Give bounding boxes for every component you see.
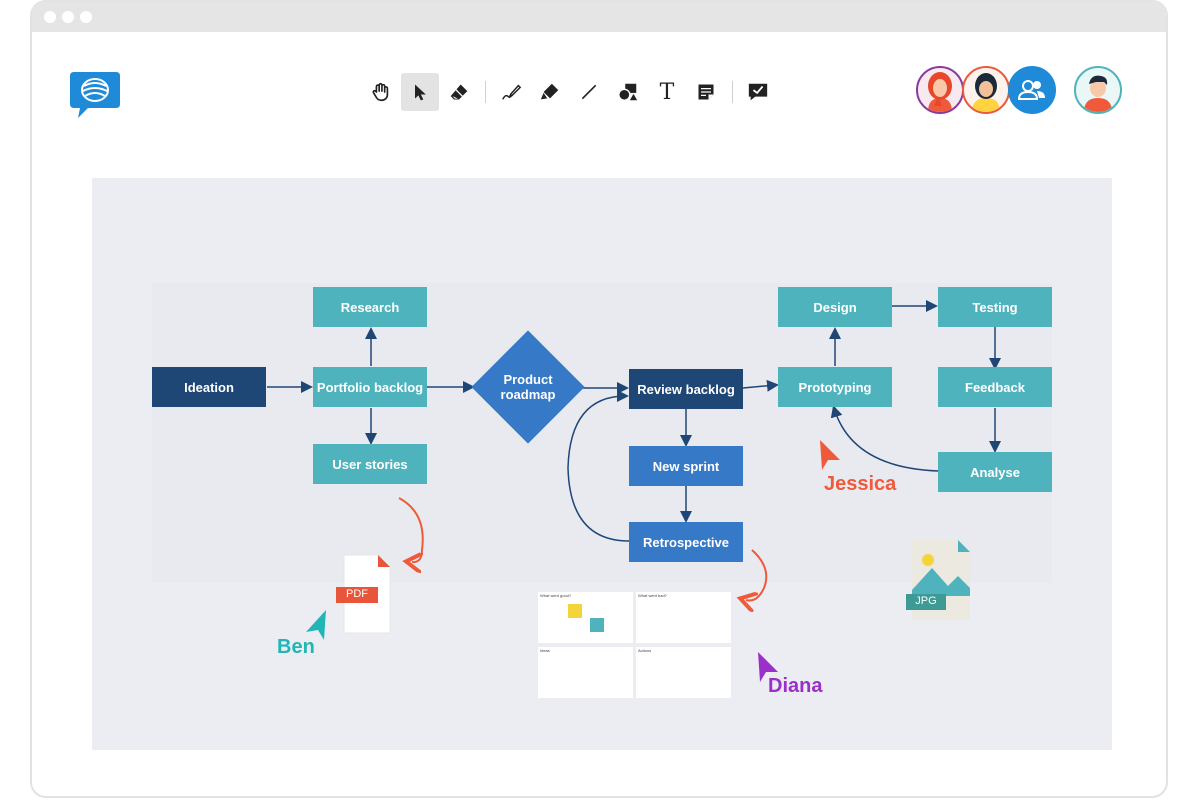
cursor-ben-label: Ben: [277, 636, 315, 658]
cursor-diana-label: Diana: [768, 675, 823, 697]
node-portfolio-backlog[interactable]: Portfolio backlog: [313, 367, 427, 407]
node-new-sprint[interactable]: New sprint: [629, 446, 743, 486]
retro-cell-actions[interactable]: Actions: [636, 647, 731, 698]
retro-cell-ideas[interactable]: Ideas: [538, 647, 633, 698]
window-minimize-dot[interactable]: [62, 11, 74, 23]
node-prototyping[interactable]: Prototyping: [778, 367, 892, 407]
retro-cell-title: What went good?: [540, 593, 572, 598]
node-testing[interactable]: Testing: [938, 287, 1052, 327]
text-icon: T: [659, 79, 675, 105]
node-product-roadmap-line2: roadmap: [500, 387, 556, 402]
node-research[interactable]: Research: [313, 287, 427, 327]
flowchart-area: [152, 283, 1052, 583]
node-product-roadmap-label: Product roadmap: [488, 372, 568, 402]
node-feedback[interactable]: Feedback: [938, 367, 1052, 407]
line-icon: [581, 84, 597, 100]
hand-icon: [372, 82, 389, 102]
window-close-dot[interactable]: [44, 11, 56, 23]
avatar-red-haired-woman[interactable]: [916, 66, 964, 114]
shapes-icon: [618, 83, 638, 101]
retro-cell-good[interactable]: What went good?: [538, 592, 633, 643]
title-bar: [32, 2, 1166, 32]
avatar-group[interactable]: [1008, 66, 1056, 114]
retro-cell-bad[interactable]: What went bad?: [636, 592, 731, 643]
flowchart-connectors: [267, 300, 1001, 750]
users-icon: [1017, 80, 1045, 100]
comment-check-icon: [748, 83, 768, 101]
retro-cell-title: What went bad?: [638, 593, 667, 598]
node-user-stories[interactable]: User stories: [313, 444, 427, 484]
cursor-ben-icon: [306, 610, 326, 640]
eraser-icon: [450, 84, 468, 100]
line-tool[interactable]: [570, 73, 608, 111]
highlighter-icon: [540, 83, 559, 100]
pointer-icon: [415, 84, 426, 101]
sticky-note-teal[interactable]: [590, 618, 604, 632]
highlighter-tool[interactable]: [531, 73, 569, 111]
jpg-file-label: JPG: [915, 595, 937, 607]
pen-icon: [502, 84, 522, 100]
review-tool[interactable]: [739, 73, 777, 111]
eraser-tool[interactable]: [440, 73, 478, 111]
avatar-current-user[interactable]: [1074, 66, 1122, 114]
node-retrospective[interactable]: Retrospective: [629, 522, 743, 562]
toolbar: T: [362, 72, 778, 112]
sticky-note-yellow[interactable]: [568, 604, 582, 618]
whiteboard-canvas[interactable]: Ideation Research Portfolio backlog User…: [92, 178, 1112, 750]
select-tool[interactable]: [401, 73, 439, 111]
cursor-jessica-icon: [820, 440, 840, 470]
node-ideation[interactable]: Ideation: [152, 367, 266, 407]
jpg-file-attachment[interactable]: JPG: [902, 538, 974, 624]
pen-tool[interactable]: [492, 73, 530, 111]
chat-bubble-logo-icon[interactable]: [68, 72, 122, 122]
node-design[interactable]: Design: [778, 287, 892, 327]
sticky-note-tool[interactable]: [687, 73, 725, 111]
toolbar-divider: [732, 81, 733, 103]
toolbar-divider: [485, 81, 486, 103]
hand-tool[interactable]: [362, 73, 400, 111]
node-review-backlog[interactable]: Review backlog: [629, 369, 743, 409]
pdf-file-label: PDF: [346, 588, 368, 600]
cursor-diana-icon: [758, 652, 778, 682]
node-product-roadmap-line1: Product: [503, 372, 553, 387]
avatar-dark-haired-woman[interactable]: [962, 66, 1010, 114]
window-maximize-dot[interactable]: [80, 11, 92, 23]
retrospective-board[interactable]: What went good? What went bad? Ideas Act…: [538, 592, 732, 698]
sticky-note-icon: [698, 84, 714, 100]
node-analyse[interactable]: Analyse: [938, 452, 1052, 492]
shapes-tool[interactable]: [609, 73, 647, 111]
retro-cell-title: Ideas: [540, 648, 550, 653]
app-window: T: [30, 0, 1168, 798]
cursor-jessica-label: Jessica: [824, 473, 897, 495]
retro-cell-title: Actions: [638, 648, 652, 653]
pdf-file-attachment[interactable]: PDF: [332, 553, 402, 637]
text-tool[interactable]: T: [648, 73, 686, 111]
